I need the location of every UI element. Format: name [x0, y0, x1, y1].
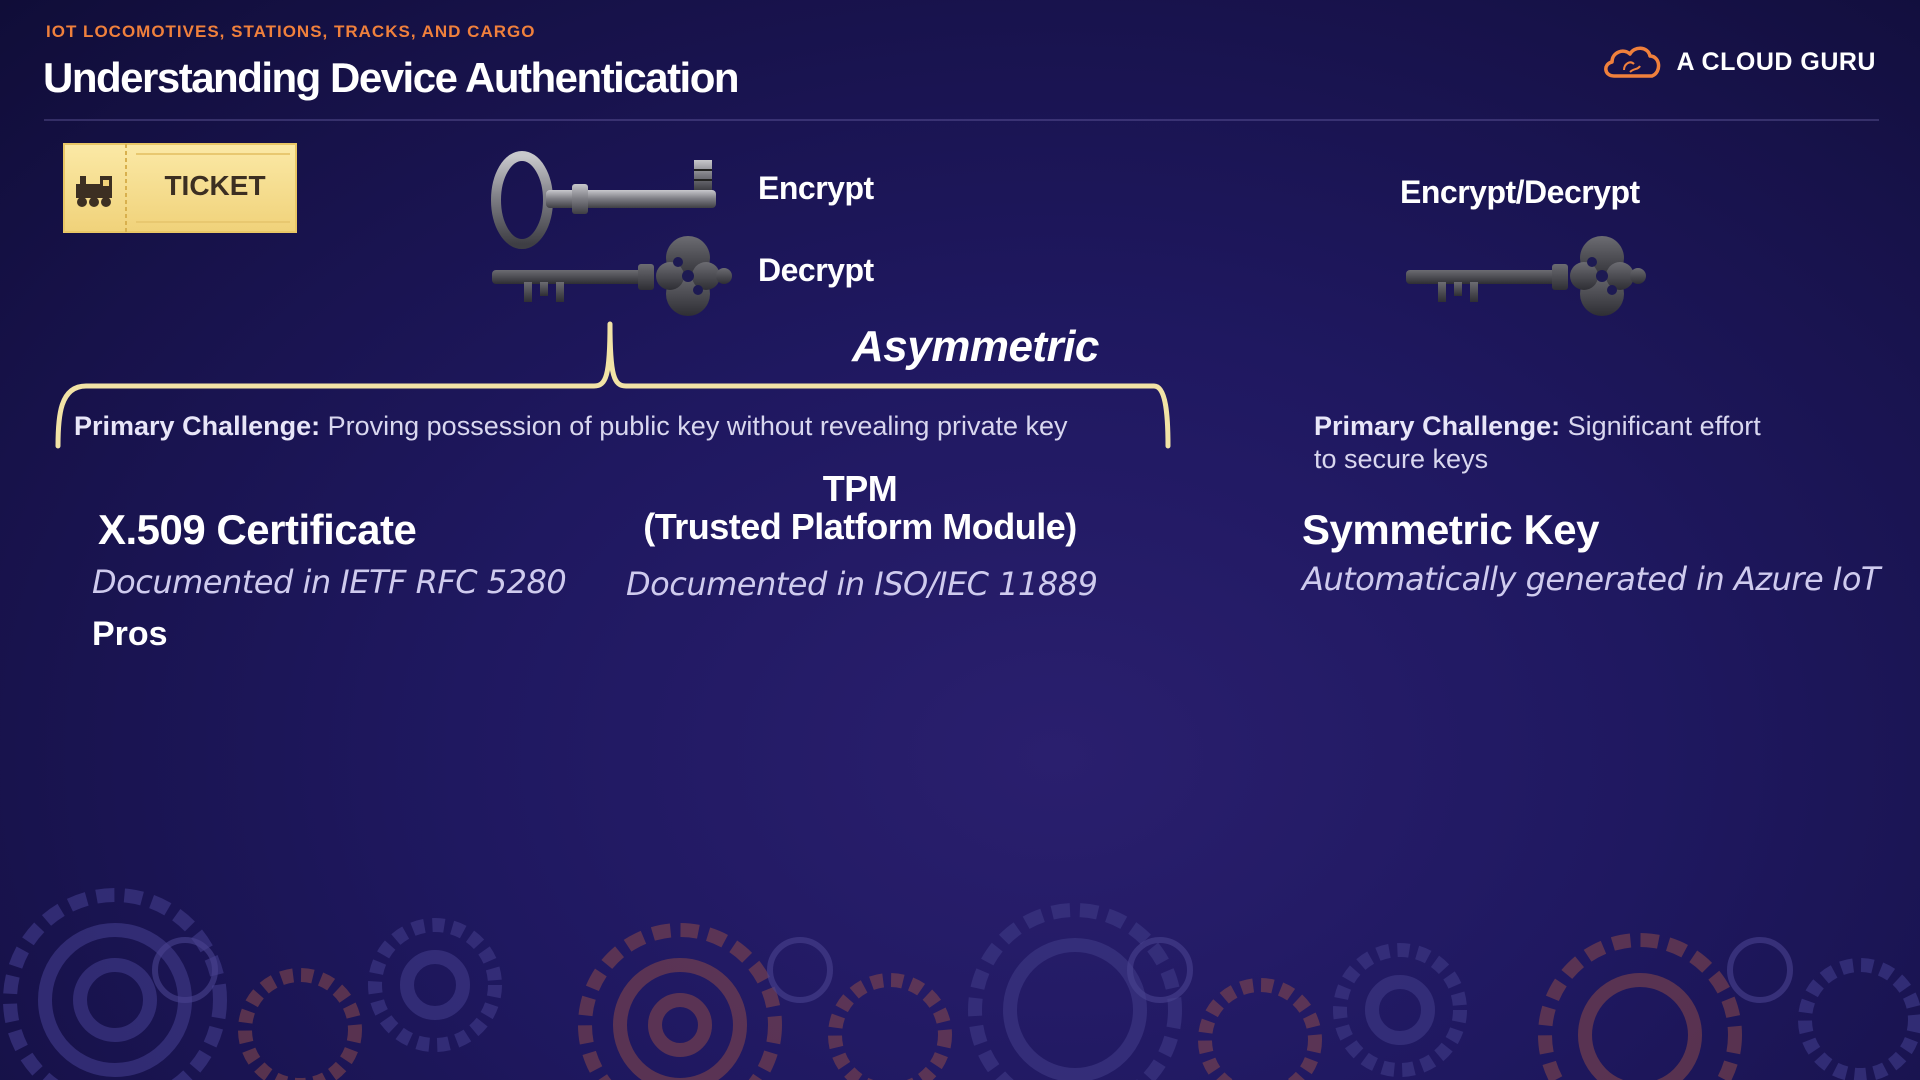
brand-logo: A CLOUD GURU — [1600, 42, 1876, 82]
ticket: TICKET — [60, 140, 300, 236]
asymmetric-challenge-text: Proving possession of public key without… — [327, 411, 1068, 441]
brand-name: A CLOUD GURU — [1676, 47, 1876, 76]
gears-decoration — [3, 888, 1920, 1080]
header-divider — [44, 119, 1879, 121]
tpm-doc: Documented in ISO/IEC 11889 — [626, 565, 1098, 603]
symmetric-key-doc: Automatically generated in Azure IoT — [1302, 560, 1880, 598]
symmetric-key-icon — [1406, 236, 1646, 316]
breadcrumb: IOT LOCOMOTIVES, STATIONS, TRACKS, AND C… — [46, 22, 536, 41]
asymmetric-challenge: Primary Challenge: Proving possession of… — [74, 410, 1154, 443]
symmetric-challenge: Primary Challenge: Significant effort to… — [1314, 410, 1874, 476]
public-key-icon — [491, 151, 716, 249]
symmetric-challenge-label: Primary Challenge: — [1314, 411, 1561, 441]
symmetric-key-title: Symmetric Key — [1302, 506, 1600, 553]
asymmetric-brace — [55, 321, 1171, 449]
cloud-icon — [1604, 46, 1661, 78]
locomotive-icon — [76, 176, 112, 207]
x509-title: X.509 Certificate — [98, 506, 417, 553]
asymmetric-label: Asymmetric — [852, 322, 1099, 371]
page-title: Understanding Device Authentication — [43, 54, 740, 101]
encrypt-label: Encrypt — [758, 170, 874, 206]
private-key-icon — [492, 236, 732, 316]
asymmetric-challenge-label: Primary Challenge: — [74, 411, 321, 441]
tpm-title: TPM (Trusted Platform Module) — [620, 470, 1100, 546]
symmetric-challenge-text-line1: Significant effort — [1567, 411, 1761, 441]
tpm-title-line1: TPM — [822, 468, 898, 509]
tpm-title-line2: (Trusted Platform Module) — [643, 506, 1077, 547]
x509-pros-label: Pros — [92, 615, 168, 653]
decrypt-label: Decrypt — [758, 252, 874, 288]
symmetric-challenge-text-line2: to secure keys — [1314, 444, 1489, 474]
x509-doc: Documented in IETF RFC 5280 — [92, 563, 567, 601]
encrypt-decrypt-label: Encrypt/Decrypt — [1400, 174, 1640, 210]
ticket-label: TICKET — [164, 170, 266, 201]
